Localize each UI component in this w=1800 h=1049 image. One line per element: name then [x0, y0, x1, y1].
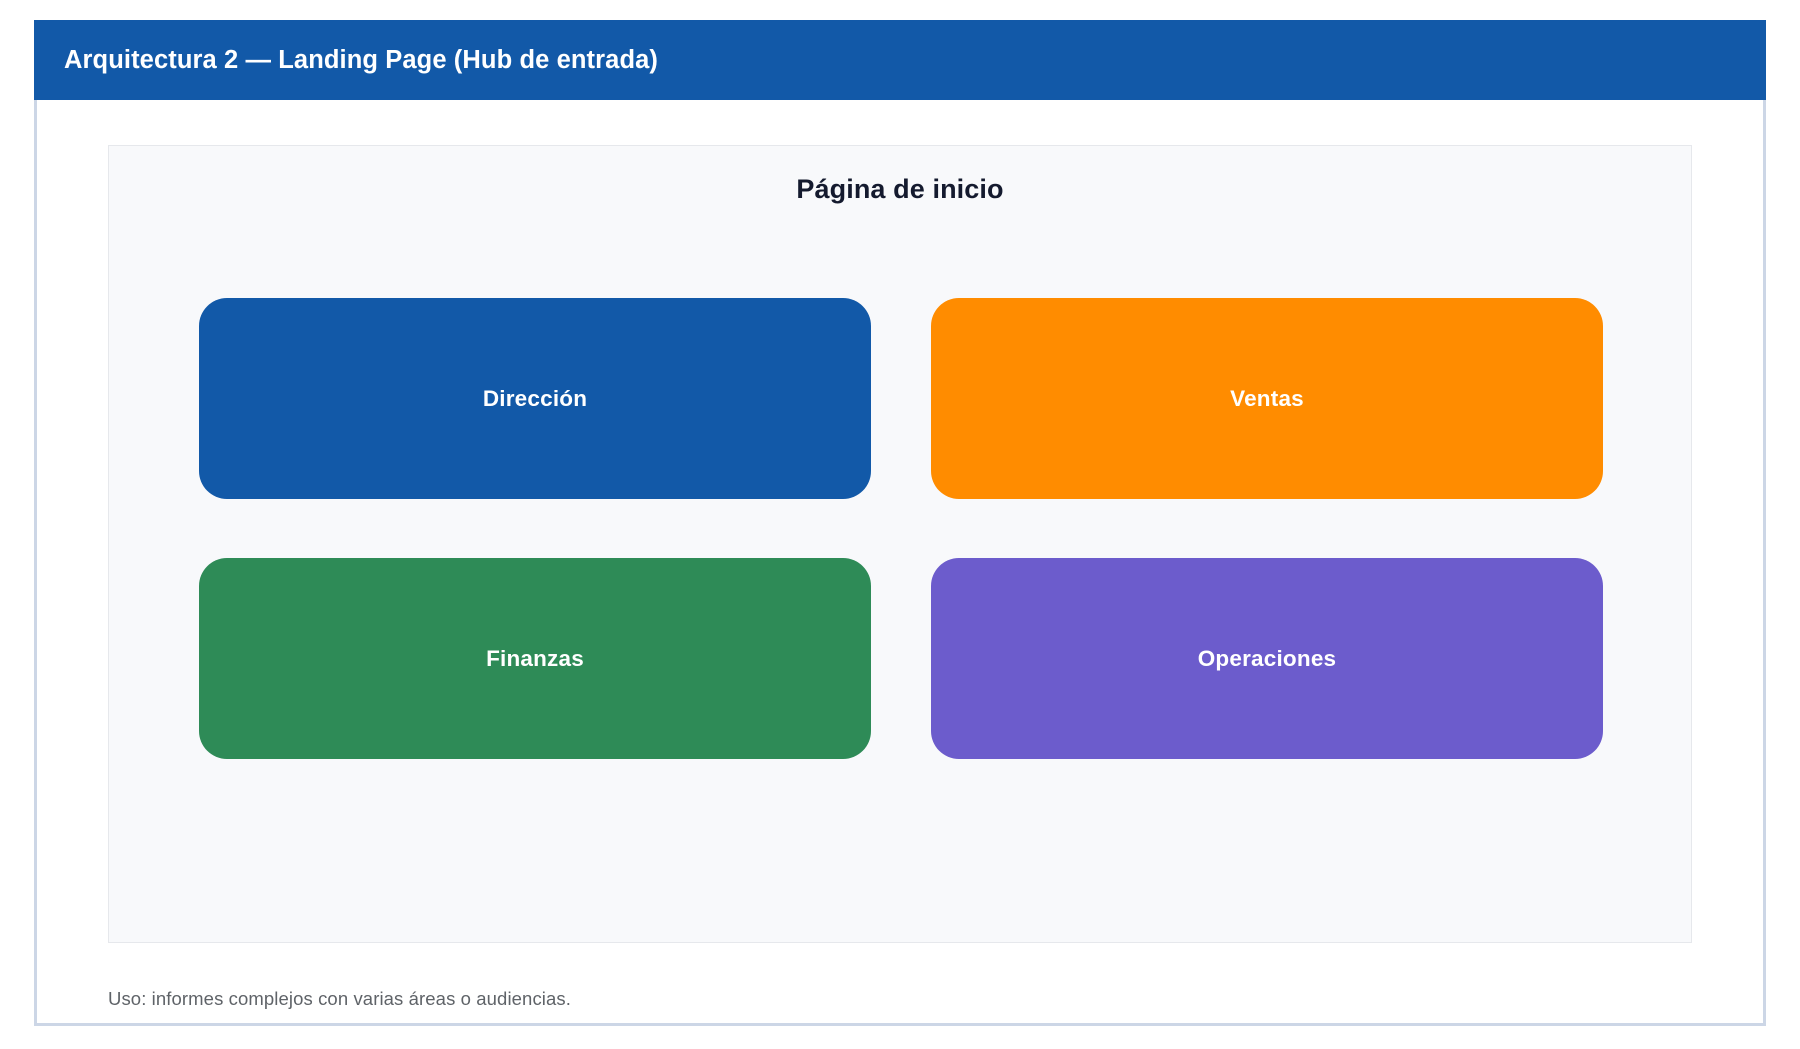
hub-card-label-finanzas: Finanzas — [486, 645, 584, 671]
landing-page-canvas: Página de inicio Dirección Ventas Finanz… — [108, 145, 1692, 943]
hub-card-label-operaciones: Operaciones — [1197, 645, 1337, 671]
landing-page-heading: Página de inicio — [796, 174, 1004, 204]
hub-card-ventas[interactable]: Ventas — [931, 298, 1603, 499]
hub-card-label-ventas: Ventas — [1230, 385, 1304, 411]
hub-card-grid: Dirección Ventas Finanzas Operaciones — [199, 298, 1603, 759]
frame-body: Página de inicio Dirección Ventas Finanz… — [37, 100, 1763, 1023]
hub-card-label-direccion: Dirección — [482, 385, 588, 411]
architecture-diagram-frame: Arquitectura 2 — Landing Page (Hub de en… — [34, 20, 1766, 1026]
window-title-bar: Arquitectura 2 — Landing Page (Hub de en… — [34, 20, 1766, 100]
usage-note: Uso: informes complejos con varias áreas… — [108, 988, 571, 1009]
hub-card-operaciones[interactable]: Operaciones — [931, 558, 1603, 759]
hub-card-direccion[interactable]: Dirección — [199, 298, 871, 499]
page-title: Arquitectura 2 — Landing Page (Hub de en… — [64, 45, 659, 74]
hub-card-finanzas[interactable]: Finanzas — [199, 558, 871, 759]
